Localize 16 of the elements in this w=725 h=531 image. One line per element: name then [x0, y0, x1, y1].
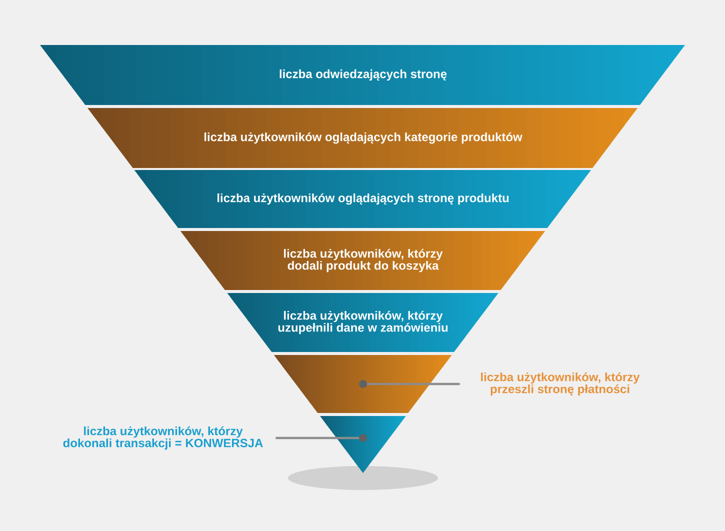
stage-label: liczba użytkowników, którzy przeszli stronę płatności: [481, 372, 640, 396]
funnel-band: liczba odwiedzających stronę: [40, 45, 685, 105]
funnel-tip: [320, 416, 406, 473]
funnel-band: liczba użytkowników, którzy dodali produkt do koszyka: [180, 231, 546, 290]
node-label: liczba użytkowników oglądających kategorie produktów: [204, 132, 522, 144]
funnel-band: liczba użytkowników oglądających kategorie produktów: [88, 108, 638, 168]
funnel-band: liczba użytkowników oglądających stronę produktu: [134, 170, 591, 228]
funnel-band: [274, 355, 452, 413]
leader-line: [359, 380, 460, 388]
leader-line: [276, 434, 367, 442]
funnel-band: liczba użytkowników, którzy uzupełnili dane w zamówieniu: [227, 293, 498, 352]
node-label: liczba użytkowników oglądających stronę produktu: [217, 193, 509, 205]
node-label: liczba użytkowników, którzy uzupełnili dane w zamówieniu: [278, 310, 448, 334]
node-label: liczba odwiedzających stronę: [280, 69, 447, 81]
stage-label: liczba użytkowników, którzy dokonali transakcji = KONWERSJA: [63, 426, 263, 450]
node-label: liczba użytkowników, którzy dodali produkt do koszyka: [284, 248, 443, 272]
